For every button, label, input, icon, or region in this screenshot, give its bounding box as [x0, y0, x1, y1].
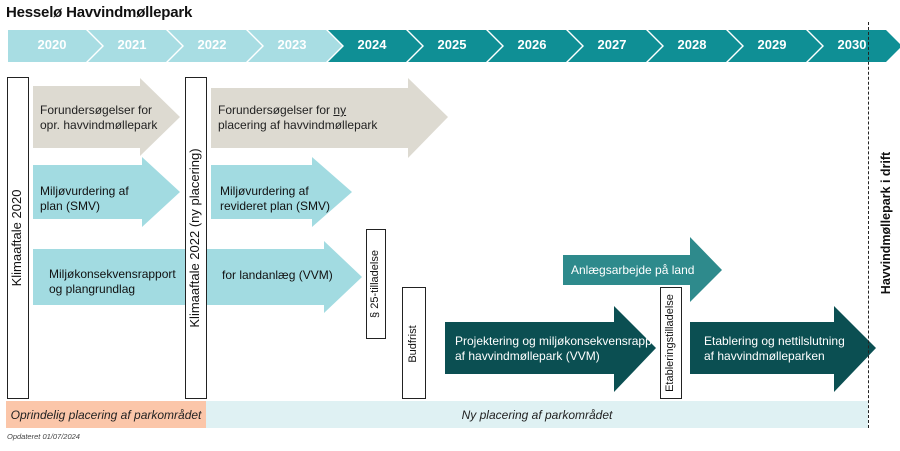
year-label-2025: 2025: [437, 37, 467, 52]
band-new-placement: Ny placering af parkområdet: [206, 401, 868, 428]
budfrist-label: Budfrist: [407, 325, 419, 363]
year-chevron-2027: [568, 30, 662, 62]
etablering-nettilslutning-label: Etablering og nettilslutning af havvindm…: [704, 334, 845, 363]
arrow-miljovurdering-plan: [33, 157, 180, 227]
arrow-projektering: [445, 306, 656, 392]
year-label-2022: 2022: [197, 37, 227, 52]
year-chevron-2026: [488, 30, 582, 62]
arrow-forundersogelser-opr: [33, 78, 180, 156]
year-chevron-2021: [88, 30, 182, 62]
year-label-2020: 2020: [37, 37, 67, 52]
year-chevrons: [8, 30, 900, 62]
year-chevron-2030: [808, 30, 900, 62]
paragraf-25-label: § 25-tilladelse: [369, 250, 381, 318]
band-original-placement: Oprindelig placering af parkområdet: [6, 401, 206, 428]
year-label-2027: 2027: [597, 37, 627, 52]
year-label-2021: 2021: [117, 37, 147, 52]
updated-note: Opdateret 01/07/2024: [7, 432, 80, 441]
drift-marker-line: [868, 22, 879, 428]
year-chevron-2025: [408, 30, 502, 62]
year-label-2023: 2023: [277, 37, 307, 52]
year-chevron-2020: [8, 30, 102, 62]
arrow-etablering-nettilslutning: [690, 306, 876, 392]
miljovurdering-plan-label: Miljøvurdering af plan (SMV): [40, 184, 129, 213]
year-chevron-2022: [168, 30, 262, 62]
arrow-forundersogelser-ny: [211, 78, 448, 158]
projektering-label: Projektering og miljøkonsekvensrapport a…: [455, 334, 666, 363]
year-chevron-2024: [328, 30, 422, 62]
page-title: Hesselø Havvindmøllepark: [6, 4, 193, 21]
forundersogelser-opr-label: Forundersøgelser for opr. havvindmøllepa…: [40, 103, 158, 132]
klimaaftale-2022-label: Klimaaftale 2022 (ny placering): [187, 148, 202, 328]
year-chevron-2028: [648, 30, 742, 62]
arrow-anlaegsarbejde: [563, 237, 722, 302]
forundersogelser-ny-label: Forundersøgelser for ny placering af hav…: [218, 103, 378, 132]
year-label-2024: 2024: [357, 37, 387, 52]
miljokonsekvensrapport-label: Miljøkonsekvensrapport og plangrundlag: [49, 267, 176, 296]
paragraf-25-box: § 25-tilladelse: [366, 229, 386, 339]
landanlaeg-label: for landanlæg (VVM): [222, 268, 333, 282]
year-chevron-2029: [728, 30, 822, 62]
year-label-2029: 2029: [757, 37, 787, 52]
arrow-miljovurdering-revideret: [211, 157, 352, 227]
klimaaftale-2022-box: Klimaaftale 2022 (ny placering): [185, 77, 207, 399]
year-chevron-2023: [248, 30, 342, 62]
etableringstilladelse-box: Etableringstilladelse: [660, 287, 682, 399]
drift-label: Havvindmøllepark i drift: [879, 151, 893, 295]
klimaaftale-2020-label: Klimaaftale 2020: [9, 189, 24, 287]
year-label-2030: 2030: [837, 37, 867, 52]
year-label-2026: 2026: [517, 37, 547, 52]
klimaaftale-2020-box: Klimaaftale 2020: [7, 77, 29, 399]
etableringstilladelse-label: Etableringstilladelse: [664, 294, 676, 392]
year-label-2028: 2028: [677, 37, 707, 52]
anlaegsarbejde-label: Anlægsarbejde på land: [571, 263, 695, 277]
miljovurdering-revideret-label: Miljøvurdering af revideret plan (SMV): [220, 184, 331, 213]
budfrist-box: Budfrist: [402, 287, 426, 399]
